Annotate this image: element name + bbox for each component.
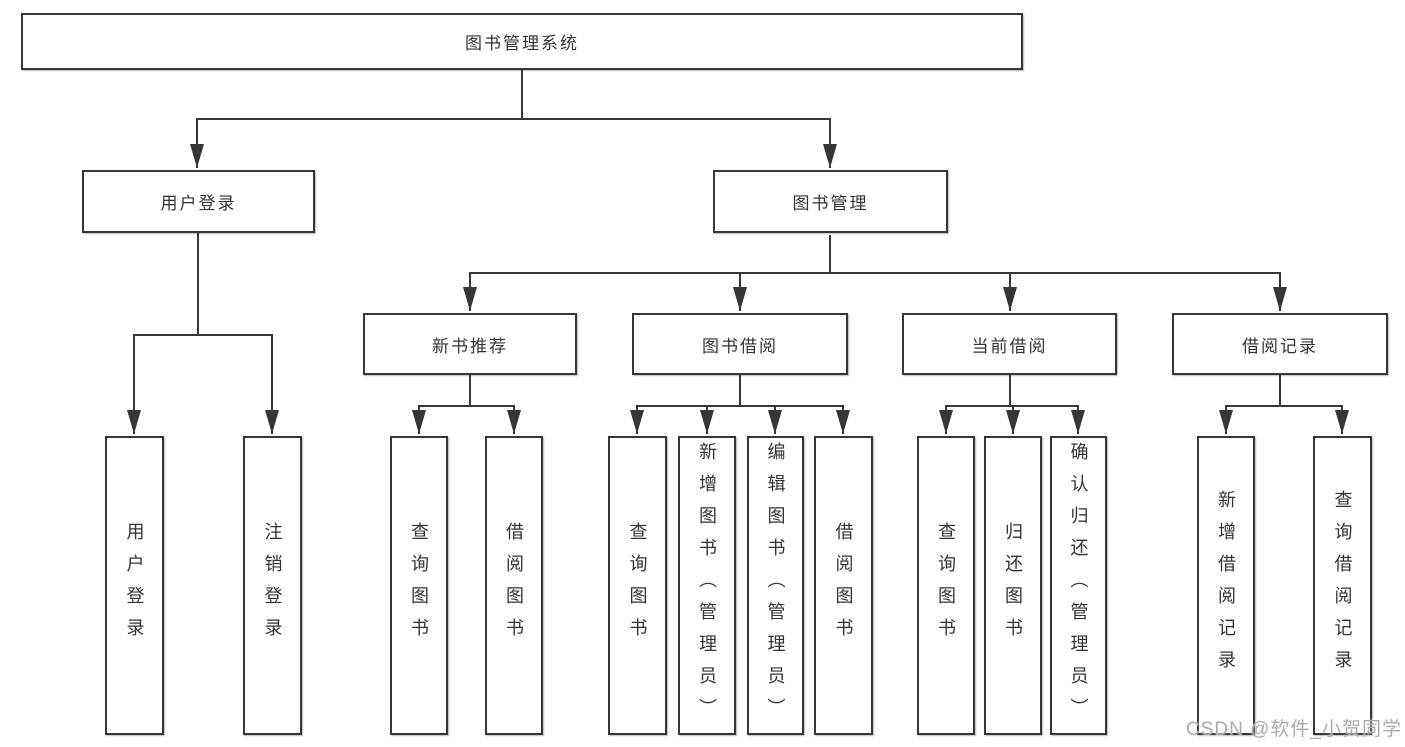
leaf-return-books: 归还图书 bbox=[984, 436, 1042, 735]
node-label: 当前借阅 bbox=[971, 336, 1048, 356]
leaf-label: 查询图书 bbox=[936, 521, 956, 650]
node-new-book-recommendation: 新书推荐 bbox=[363, 313, 577, 375]
leaf-label: 用户登录 bbox=[124, 521, 145, 650]
leaf-label: 查询图书 bbox=[409, 521, 429, 650]
node-book-borrowing: 图书借阅 bbox=[632, 313, 848, 375]
leaf-label: 查询借阅记录 bbox=[1332, 489, 1353, 682]
leaf-user-login: 用户登录 bbox=[105, 436, 164, 735]
node-library-management-system: 图书管理系统 bbox=[21, 13, 1023, 70]
leaf-label: 编辑图书（管理员） bbox=[765, 441, 786, 730]
leaf-logout: 注销登录 bbox=[243, 436, 302, 735]
node-current-borrowing: 当前借阅 bbox=[902, 313, 1117, 375]
leaf-label: 借阅图书 bbox=[833, 521, 854, 650]
leaf-add-borrow-record: 新增借阅记录 bbox=[1197, 436, 1255, 735]
leaf-label: 查询图书 bbox=[627, 521, 648, 650]
leaf-query-borrow-record: 查询借阅记录 bbox=[1313, 436, 1372, 735]
node-label: 新书推荐 bbox=[432, 336, 508, 356]
leaf-label: 借阅图书 bbox=[504, 521, 524, 650]
node-label: 用户登录 bbox=[160, 194, 237, 213]
leaf-borrow-books: 借阅图书 bbox=[814, 436, 873, 735]
leaf-label: 注销登录 bbox=[262, 521, 283, 650]
leaf-label: 确认归还（管理员） bbox=[1068, 441, 1089, 730]
leaf-query-books: 查询图书 bbox=[917, 436, 975, 735]
node-label: 图书管理系统 bbox=[465, 34, 579, 53]
leaf-borrow-books: 借阅图书 bbox=[485, 436, 543, 735]
leaf-add-books-admin: 新增图书（管理员） bbox=[678, 436, 736, 735]
leaf-label: 新增图书（管理员） bbox=[697, 441, 717, 730]
node-label: 图书管理 bbox=[792, 194, 869, 213]
csdn-watermark: CSDN @软件_小贺同学 bbox=[1186, 719, 1402, 740]
node-borrowing-records: 借阅记录 bbox=[1172, 313, 1388, 375]
leaf-query-books: 查询图书 bbox=[608, 436, 667, 735]
node-user-login: 用户登录 bbox=[82, 170, 315, 233]
leaf-label: 新增借阅记录 bbox=[1216, 489, 1236, 682]
node-label: 图书借阅 bbox=[702, 336, 778, 356]
leaf-query-books: 查询图书 bbox=[390, 436, 448, 735]
leaf-edit-books-admin: 编辑图书（管理员） bbox=[747, 436, 804, 735]
leaf-label: 归还图书 bbox=[1003, 521, 1023, 650]
node-label: 借阅记录 bbox=[1242, 336, 1318, 356]
leaf-confirm-return-admin: 确认归还（管理员） bbox=[1050, 436, 1107, 735]
node-book-management: 图书管理 bbox=[713, 170, 948, 233]
